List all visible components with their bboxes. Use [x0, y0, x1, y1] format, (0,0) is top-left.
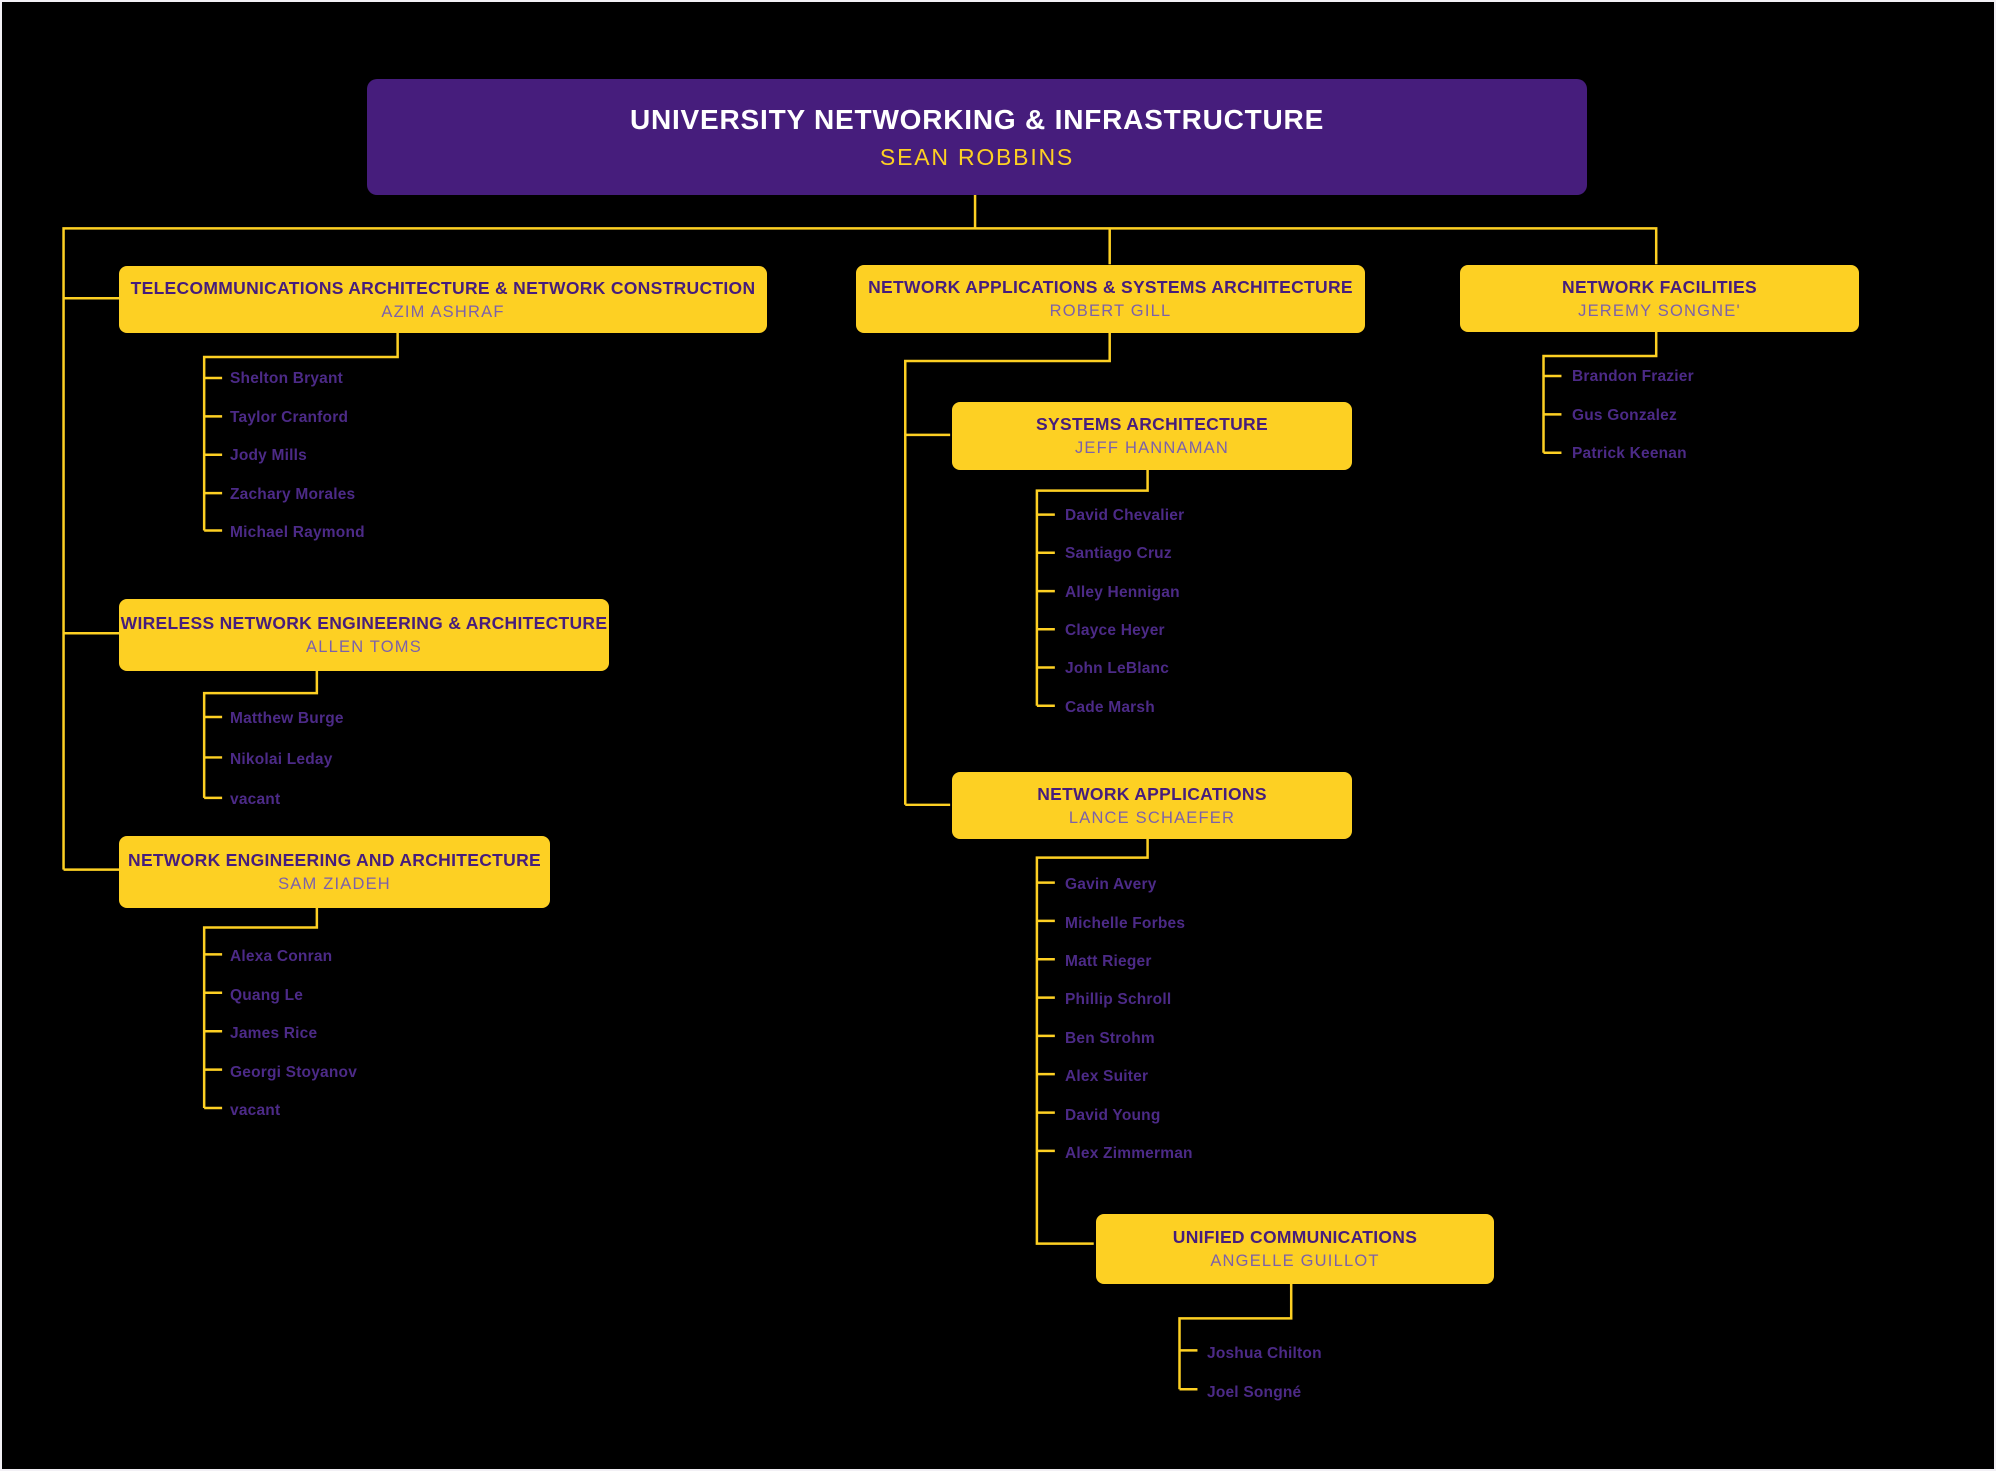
dept-manager-name: ROBERT GILL	[1049, 302, 1172, 320]
member-name: Gus Gonzalez	[1572, 406, 1677, 424]
member-name: Quang Le	[230, 986, 304, 1004]
member-name: Patrick Keenan	[1572, 445, 1687, 463]
connector-wireless-ticks	[204, 715, 223, 800]
member-name: Alley Hennigan	[1065, 583, 1180, 601]
member-name: Alex Zimmerman	[1065, 1144, 1193, 1162]
connector-netapps-ticks	[1036, 881, 1055, 1153]
member-name: John LeBlanc	[1065, 660, 1170, 678]
member-list-sysarch: David Chevalier Santiago Cruz Alley Henn…	[1065, 497, 1184, 727]
connector-netapps-children	[1035, 836, 1149, 1245]
dept-title: SYSTEMS ARCHITECTURE	[1036, 414, 1268, 434]
member-name: Brandon Frazier	[1572, 368, 1694, 386]
member-name: Phillip Schroll	[1065, 991, 1172, 1009]
dept-title: NETWORK FACILITIES	[1562, 276, 1757, 297]
dept-node-neteng: NETWORK ENGINEERING AND ARCHITECTURE SAM…	[119, 836, 550, 908]
member-list-telecom: Shelton Bryant Taylor Cranford Jody Mill…	[230, 360, 365, 553]
connector-appsys-rail	[904, 332, 1111, 805]
member-name: Cade Marsh	[1065, 698, 1155, 716]
member-name: Zachary Morales	[230, 485, 356, 503]
connector-wireless-children	[202, 669, 319, 798]
member-name: Joshua Chilton	[1207, 1344, 1322, 1362]
connector-unified-ticks	[1179, 1349, 1198, 1391]
connector-sysarch-ticks	[1036, 513, 1055, 708]
root-manager-name: SEAN ROBBINS	[879, 143, 1075, 170]
dept-title: WIRELESS NETWORK ENGINEERING & ARCHITECT…	[120, 613, 608, 633]
connector-facilities-children	[1542, 331, 1658, 453]
member-list-netapps: Gavin Avery Michelle Forbes Matt Rieger …	[1065, 866, 1193, 1173]
member-name: Joel Songné	[1207, 1383, 1302, 1401]
dept-node-sysarch: SYSTEMS ARCHITECTURE JEFF HANNAMAN	[952, 402, 1352, 470]
member-name: Michelle Forbes	[1065, 914, 1186, 932]
member-name: Michael Raymond	[230, 524, 365, 542]
connector-facilities-ticks	[1543, 374, 1562, 455]
member-name: Santiago Cruz	[1065, 545, 1172, 563]
member-name: Taylor Cranford	[230, 408, 349, 426]
member-name: Jody Mills	[230, 447, 307, 465]
member-name: David Chevalier	[1065, 507, 1185, 525]
member-name: vacant	[230, 1102, 281, 1120]
member-name: Gavin Avery	[1065, 876, 1157, 894]
member-name: vacant	[230, 791, 281, 809]
dept-title: NETWORK ENGINEERING AND ARCHITECTURE	[128, 850, 541, 870]
member-name: Clayce Heyer	[1065, 622, 1165, 640]
member-name: Shelton Bryant	[230, 370, 344, 388]
dept-title: UNIFIED COMMUNICATIONS	[1172, 1227, 1418, 1247]
member-name: Matthew Burge	[230, 710, 344, 728]
dept-manager-name: AZIM ASHRAF	[381, 302, 505, 321]
dept-node-telecom: TELECOMMUNICATIONS ARCHITECTURE & NETWOR…	[119, 266, 767, 333]
member-name: Georgi Stoyanov	[230, 1063, 358, 1081]
connector-telecom-children	[202, 332, 399, 531]
connector-neteng-children	[202, 905, 319, 1108]
member-name: Alex Suiter	[1065, 1068, 1149, 1086]
connector-telecom-ticks	[204, 376, 223, 532]
member-name: Matt Rieger	[1065, 952, 1152, 970]
dept-node-unified: UNIFIED COMMUNICATIONS ANGELLE GUILLOT	[1096, 1214, 1494, 1284]
dept-title: NETWORK APPLICATIONS & SYSTEMS ARCHITECT…	[868, 277, 1353, 297]
member-name: Ben Strohm	[1065, 1029, 1155, 1047]
dept-manager-name: ANGELLE GUILLOT	[1210, 1252, 1380, 1270]
connector-sysarch-children	[1035, 468, 1149, 706]
member-name: James Rice	[230, 1025, 318, 1043]
dept-node-netapps: NETWORK APPLICATIONS LANCE SCHAEFER	[952, 772, 1352, 839]
dept-manager-name: JEREMY SONGNE'	[1578, 301, 1741, 320]
dept-manager-name: ALLEN TOMS	[306, 638, 422, 656]
connector-main-rail	[62, 227, 1658, 870]
dept-manager-name: LANCE SCHAEFER	[1068, 808, 1236, 827]
member-name: David Young	[1065, 1106, 1161, 1124]
dept-title: NETWORK APPLICATIONS	[1037, 783, 1267, 804]
connector-neteng-ticks	[204, 953, 223, 1110]
member-list-unified: Joshua Chilton Joel Songné	[1207, 1334, 1322, 1412]
dept-manager-name: JEFF HANNAMAN	[1074, 439, 1230, 457]
dept-manager-name: SAM ZIADEH	[278, 875, 391, 893]
root-node: UNIVERSITY NETWORKING & INFRASTRUCTURE S…	[367, 79, 1587, 195]
member-name: Alexa Conran	[230, 948, 333, 966]
dept-node-wireless: WIRELESS NETWORK ENGINEERING & ARCHITECT…	[119, 599, 609, 671]
dept-node-appsys: NETWORK APPLICATIONS & SYSTEMS ARCHITECT…	[856, 265, 1365, 333]
dept-node-facilities: NETWORK FACILITIES JEREMY SONGNE'	[1460, 265, 1859, 332]
member-list-facilities: Brandon Frazier Gus Gonzalez Patrick Kee…	[1572, 358, 1694, 474]
root-title: UNIVERSITY NETWORKING & INFRASTRUCTURE	[629, 103, 1325, 135]
dept-title: TELECOMMUNICATIONS ARCHITECTURE & NETWOR…	[130, 277, 756, 298]
member-list-wireless: Matthew Burge Nikolai Leday vacant	[230, 699, 344, 821]
member-list-neteng: Alexa Conran Quang Le James Rice Georgi …	[230, 938, 357, 1131]
member-name: Nikolai Leday	[230, 750, 333, 768]
connector-unified-children	[1178, 1280, 1293, 1390]
